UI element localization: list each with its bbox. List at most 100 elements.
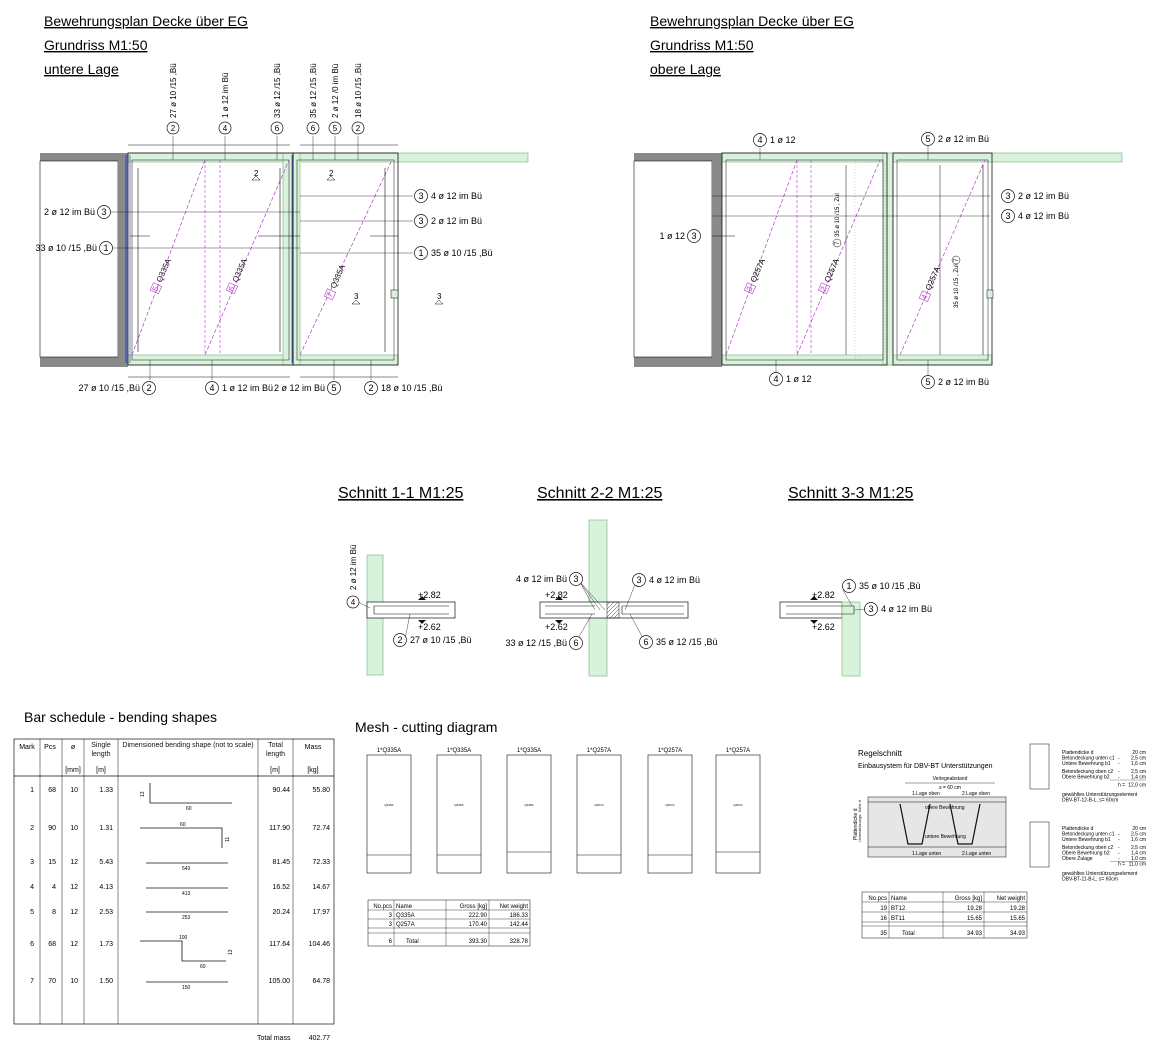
svg-text:ø: ø [71, 744, 76, 751]
svg-text:No.pcs: No.pcs [373, 904, 392, 910]
svg-text:12: 12 [70, 884, 78, 891]
plan1-top-callouts: 2 27 ø 10 /15 ,Bü 4 1 ø 12 im Bü 6 33 ø … [166, 63, 365, 135]
svg-text:3: 3 [1005, 211, 1010, 221]
svg-text:3: 3 [868, 604, 873, 614]
svg-text:393.30: 393.30 [469, 939, 488, 945]
svg-text:1 ø 12: 1 ø 12 [659, 231, 685, 241]
svg-text:Q335A: Q335A [396, 913, 415, 919]
svg-text:Regelschnitt: Regelschnitt [858, 749, 903, 758]
svg-text:2: 2 [356, 124, 361, 133]
spec-text: 2,5 cm [1131, 845, 1146, 851]
svg-text:Gross [kg]: Gross [kg] [955, 896, 983, 902]
svg-text:Total: Total [406, 939, 419, 945]
svg-text:16.52: 16.52 [272, 884, 290, 891]
svg-text:27 ø 10 /15 ,Bü: 27 ø 10 /15 ,Bü [78, 383, 140, 393]
spec-text: - [1118, 756, 1120, 762]
svg-text:Schnitt 1-1 M1:25: Schnitt 1-1 M1:25 [338, 485, 464, 502]
svg-text:18 ø 10 /15 ,Bü: 18 ø 10 /15 ,Bü [381, 383, 443, 393]
spec-text: Betondeckung unten c1 [1062, 832, 1115, 838]
svg-text:6: 6 [227, 285, 237, 293]
section-1-1: +2.82 +2.62 4 2 ø 12 im Bü 2 27 ø 10 /15… [346, 545, 472, 676]
svg-text:60: 60 [186, 806, 192, 812]
spec-text: h = [1118, 862, 1125, 868]
spec-text: 11,0 cm [1129, 862, 1146, 868]
svg-text:4 ø 12 im Bü: 4 ø 12 im Bü [649, 575, 700, 585]
svg-text:20.24: 20.24 [272, 909, 290, 916]
svg-text:7: 7 [30, 978, 34, 985]
svg-text:117.90: 117.90 [269, 825, 290, 832]
spec-text: Obere Bewehrung b2 [1062, 775, 1110, 781]
spec-note: DBV-BT-11-B-L, s= 60cm [1062, 877, 1118, 883]
svg-text:2 ø 12 im Bü: 2 ø 12 im Bü [1018, 191, 1069, 201]
spec-text: 1,6 cm [1131, 837, 1146, 843]
plan2-callouts: 4 1 ø 12 5 2 ø 12 im Bü 1 ø 12 3 3 2 ø 1… [659, 132, 1069, 389]
svg-text:1: 1 [103, 243, 108, 253]
svg-text:2: 2 [397, 635, 402, 645]
svg-text:100: 100 [179, 935, 188, 941]
svg-text:5: 5 [925, 377, 930, 387]
svg-text:No.pcs: No.pcs [868, 896, 887, 902]
svg-text:6: 6 [643, 637, 648, 647]
svg-text:4.13: 4.13 [99, 884, 113, 891]
svg-text:2 ø 12 im Bü: 2 ø 12 im Bü [44, 207, 95, 217]
svg-text:27 ø 10 /15 ,Bü: 27 ø 10 /15 ,Bü [169, 63, 178, 118]
svg-text:13: 13 [140, 791, 146, 797]
svg-text:3: 3 [418, 191, 423, 201]
svg-text:+2.82: +2.82 [812, 590, 835, 600]
svg-text:1.31: 1.31 [99, 825, 113, 832]
svg-text:3: 3 [636, 575, 641, 585]
svg-text:Mark: Mark [19, 744, 35, 751]
table-row: 1 68 10 1.33 13 60 90.44 55.80 [30, 783, 330, 812]
svg-text:2 ø 12 im Bü: 2 ø 12 im Bü [431, 216, 482, 226]
svg-text:4 ø 12 im Bü: 4 ø 12 im Bü [516, 574, 567, 584]
svg-text:4: 4 [920, 293, 930, 301]
svg-text:68: 68 [48, 941, 56, 948]
plan1-mesh-labels: 5 Q335A 6 Q335A 7 Q335A [149, 257, 347, 301]
svg-text:3: 3 [573, 574, 578, 584]
spec-text: - [1118, 837, 1120, 843]
svg-text:72.33: 72.33 [312, 859, 330, 866]
svg-text:Bewehrungsplan Decke über EG: Bewehrungsplan Decke über EG [650, 13, 854, 29]
svg-text:Q335A: Q335A [384, 803, 393, 807]
svg-text:Total: Total [902, 931, 915, 937]
svg-text:5.43: 5.43 [99, 859, 113, 866]
spec-text: 1,0 cm [1131, 856, 1146, 862]
svg-text:2: 2 [368, 383, 373, 393]
svg-text:253: 253 [182, 915, 191, 921]
svg-text:obere Lage: obere Lage [650, 61, 721, 77]
svg-text:+2.62: +2.62 [418, 622, 441, 632]
plan1-drawing [39, 136, 529, 380]
spec-text: 2,5 cm [1131, 756, 1146, 762]
spec-text: - [1118, 856, 1120, 862]
svg-text:Q257A: Q257A [823, 257, 842, 284]
svg-text:Bar schedule - bending shapes: Bar schedule - bending shapes [24, 709, 217, 725]
svg-text:150: 150 [182, 985, 191, 991]
svg-text:Q335A: Q335A [524, 803, 533, 807]
svg-text:Grundriss M1:50: Grundriss M1:50 [44, 37, 148, 53]
spec-text: Untere Bewehrung b1 [1062, 761, 1111, 767]
svg-text:60: 60 [200, 964, 206, 970]
table-row: 7 70 10 1.50 150 105.00 64.78 [30, 978, 330, 991]
spec-note: gewähltes Unterstützungselement [1062, 871, 1138, 877]
svg-text:15.65: 15.65 [1010, 916, 1026, 922]
table-row: 6 68 12 1.73 100 13 60 117.64 104.46 [30, 935, 330, 970]
spec-text: Obere Bewehrung b2 [1062, 851, 1110, 857]
svg-text:2 ø 12 /0 im Bü: 2 ø 12 /0 im Bü [331, 64, 340, 118]
svg-text:[mm]: [mm] [65, 767, 81, 774]
svg-text:Q335A: Q335A [155, 257, 174, 284]
svg-text:1: 1 [418, 248, 423, 258]
svg-text:6: 6 [389, 939, 393, 945]
svg-text:1.73: 1.73 [99, 941, 113, 948]
spec-text: Untere Bewehrung b1 [1062, 837, 1111, 843]
svg-text:33 ø 12 /15 ,Bü: 33 ø 12 /15 ,Bü [273, 63, 282, 118]
svg-text:Plattendicke d: Plattendicke d [853, 808, 859, 840]
svg-text:[m]: [m] [270, 767, 280, 774]
svg-text:3: 3 [101, 207, 106, 217]
svg-text:2.Lage unten: 2.Lage unten [962, 851, 991, 857]
svg-text:7: 7 [835, 241, 841, 245]
spec-text: - [1118, 832, 1120, 838]
svg-text:3: 3 [1005, 191, 1010, 201]
svg-text:34.93: 34.93 [967, 931, 983, 937]
mesh-cutting-diagram: Mesh - cutting diagram 1*Q335A Q335A 1*Q… [355, 719, 761, 947]
svg-text:35: 35 [880, 931, 887, 937]
